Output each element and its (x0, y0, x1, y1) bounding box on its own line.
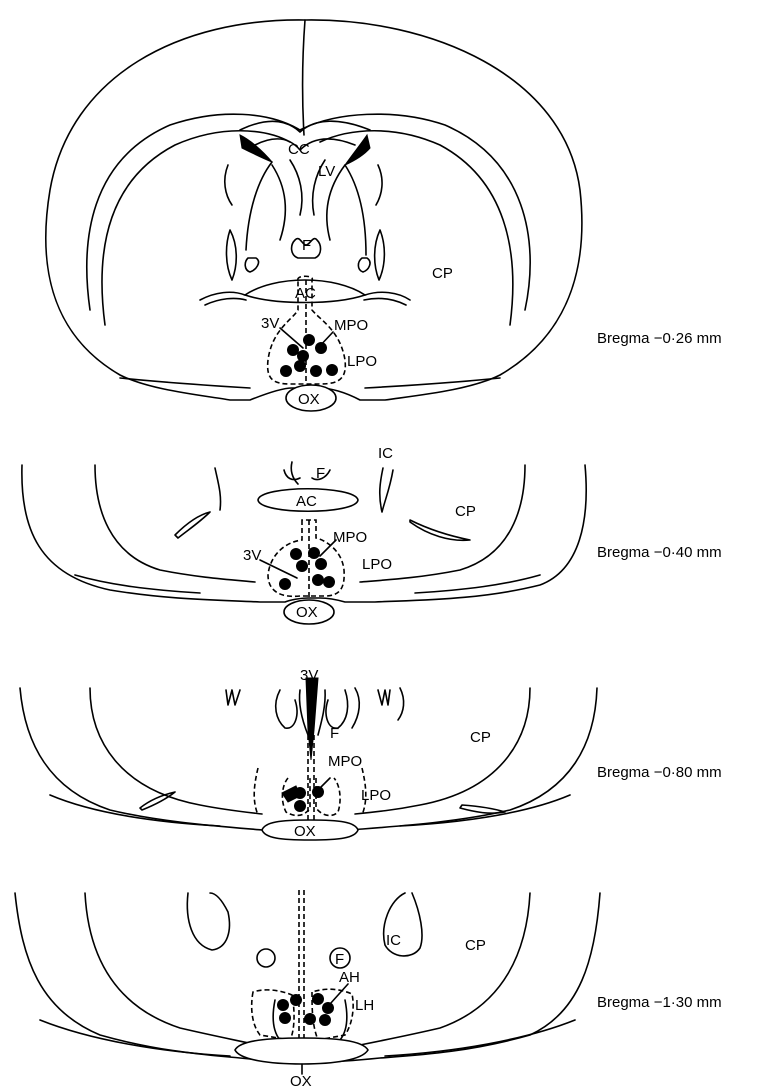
section-1-label-3v: 3V (261, 315, 279, 332)
section-3-label-f: F (330, 725, 339, 742)
section-4-label-f: F (335, 951, 344, 968)
section-2-label-ox: OX (296, 604, 318, 621)
section-4-label-cp: CP (465, 937, 486, 954)
section-2-label-ac: AC (296, 493, 317, 510)
section-2-bregma: Bregma −0·40 mm (597, 544, 722, 561)
section-2-label-3v: 3V (243, 547, 261, 564)
section-2-label-mpo: MPO (333, 529, 367, 546)
section-3: 3V F CP MPO LPO OX Bregma −0·80 mm (20, 667, 722, 840)
section-4: IC F CP AH LH OX Bregma −1·30 mm (15, 890, 722, 1090)
section-3-label-mpo: MPO (328, 753, 362, 770)
section-2-label-f: F (316, 465, 325, 482)
section-1-label-mpo: MPO (334, 317, 368, 334)
section-2-label-lpo: LPO (362, 556, 392, 573)
section-1-label-ox: OX (298, 391, 320, 408)
section-2-label-ic: IC (378, 445, 393, 462)
section-4-label-ic: IC (386, 932, 401, 949)
section-4-bregma: Bregma −1·30 mm (597, 994, 722, 1011)
section-1-label-lpo: LPO (347, 353, 377, 370)
section-4-label-ah: AH (339, 969, 360, 986)
section-2: IC F AC CP MPO 3V LPO OX Bregma −0·40 mm (22, 445, 722, 624)
section-1-label-cc: CC (288, 141, 310, 158)
section-3-label-cp: CP (470, 729, 491, 746)
section-4-injection-dots (277, 993, 334, 1026)
section-4-label-lh: LH (355, 997, 374, 1014)
section-2-injection-dots (279, 547, 335, 590)
section-1-label-cp: CP (432, 265, 453, 282)
section-3-label-ox: OX (294, 823, 316, 840)
section-1-label-f: F (302, 237, 311, 254)
section-4-label-ox: OX (290, 1073, 312, 1090)
section-3-label-3v: 3V (300, 667, 318, 684)
section-3-label-lpo: LPO (361, 787, 391, 804)
section-3-bregma: Bregma −0·80 mm (597, 764, 722, 781)
section-1-bregma: Bregma −0·26 mm (597, 330, 722, 347)
section-2-label-cp: CP (455, 503, 476, 520)
section-1-label-ac: AC (295, 285, 316, 302)
section-1: CC LV F CP AC 3V MPO LPO OX Bregma −0·26… (46, 20, 722, 411)
section-1-label-lv: LV (318, 163, 335, 180)
section-1-injection-dots (280, 334, 338, 377)
